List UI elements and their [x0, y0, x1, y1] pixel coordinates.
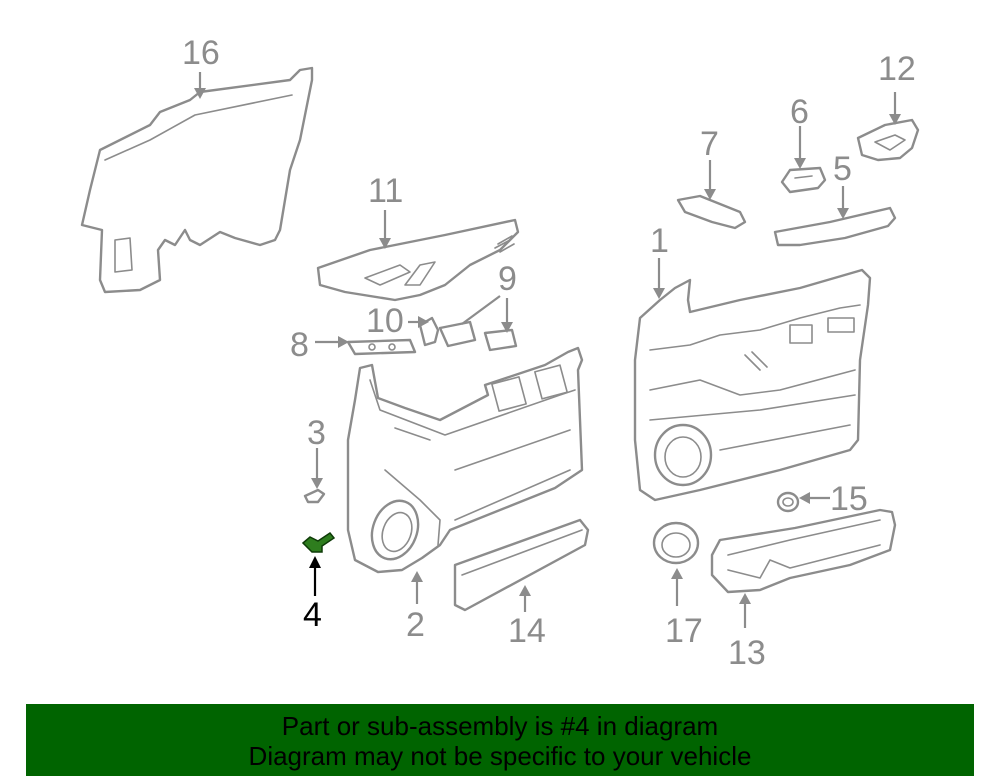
part-7-armrest-pad — [676, 194, 747, 230]
part-17-speaker-grille — [652, 521, 700, 565]
callout-6: 6 — [790, 93, 809, 131]
part-2-door-panel — [346, 346, 584, 574]
callout-3: 3 — [307, 414, 326, 452]
callout-15: 15 — [830, 480, 868, 518]
part-12-handle-bezel — [856, 118, 920, 162]
callout-8: 8 — [290, 326, 309, 364]
part-13-storage-bin — [710, 508, 897, 594]
callout-17: 17 — [665, 612, 703, 650]
info-banner: Part or sub-assembly is #4 in diagram Di… — [26, 704, 974, 776]
part-4-fastener-highlighted — [301, 531, 336, 553]
callout-13: 13 — [728, 634, 766, 672]
part-5-armrest — [773, 206, 897, 247]
callout-11: 11 — [368, 172, 403, 210]
callout-2: 2 — [406, 606, 425, 644]
part-16-water-deflector — [80, 66, 314, 294]
callout-14: 14 — [508, 612, 546, 650]
callout-16: 16 — [182, 34, 220, 72]
part-14-lower-trim — [453, 518, 590, 612]
part-11-upper-trim — [316, 218, 520, 302]
parts-diagram: 1 2 3 4 5 6 7 8 9 10 11 12 13 14 15 16 1… — [80, 34, 920, 672]
leader-lines — [194, 72, 901, 628]
part-3-screw — [303, 488, 326, 504]
part-8-switch-plate — [346, 338, 417, 356]
callout-7: 7 — [700, 125, 719, 163]
part-15-plug — [776, 491, 800, 513]
callout-12: 12 — [878, 50, 916, 88]
callout-10: 10 — [366, 302, 404, 340]
callout-4: 4 — [303, 596, 322, 634]
part-1-door-panel-assembly — [633, 268, 872, 502]
part-6-bracket — [780, 166, 827, 194]
callout-labels: 1 2 3 4 5 6 7 8 9 10 11 12 13 14 15 16 1… — [182, 34, 916, 672]
banner-line-1: Part or sub-assembly is #4 in diagram — [281, 711, 719, 741]
callout-1: 1 — [650, 222, 669, 260]
callout-5: 5 — [833, 150, 852, 188]
banner-line-2: Diagram may not be specific to your vehi… — [248, 741, 752, 771]
part-10-clip — [418, 316, 440, 347]
part-9-switch — [438, 320, 518, 352]
callout-9: 9 — [498, 260, 517, 298]
